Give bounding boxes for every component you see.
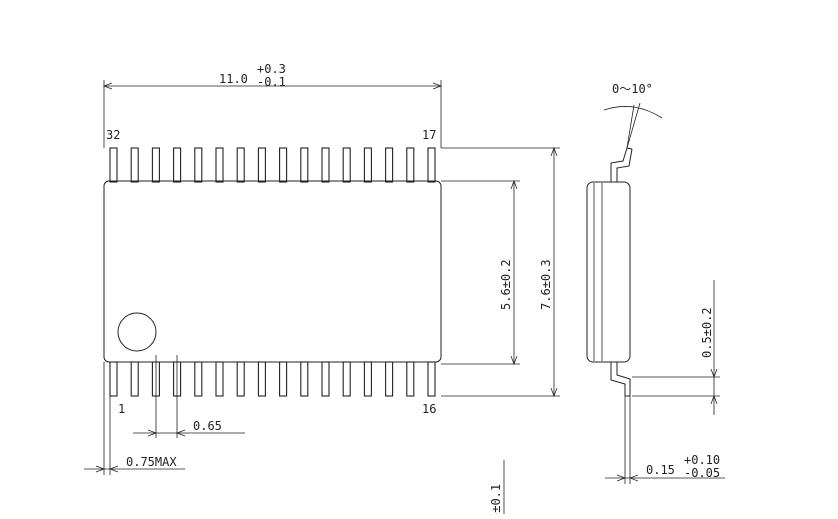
top-pin-6	[215, 147, 224, 183]
dim-lead-max-label: 0.75MAX	[126, 455, 177, 469]
dim-length-tol-minus: -0.1	[257, 75, 286, 89]
side-view	[586, 147, 633, 397]
dim-angle: 0～10°	[603, 82, 663, 149]
dim-thickness-main: 0.15	[646, 463, 675, 477]
dim-length-tol-plus: +0.3	[257, 62, 286, 76]
bottom-pin-2	[130, 361, 139, 397]
top-pin-15	[406, 147, 415, 183]
pin1-marker	[117, 312, 157, 352]
bottom-pin-row	[109, 361, 436, 397]
pin-label-32: 32	[106, 128, 120, 142]
side-lead-top	[610, 147, 628, 182]
bottom-pin-1	[109, 361, 118, 397]
top-pin-3	[151, 147, 160, 183]
top-pin-9	[279, 147, 288, 183]
side-lead-bottom	[610, 362, 626, 396]
pin-label-1: 1	[118, 402, 125, 416]
top-pin-1	[109, 147, 118, 183]
top-pin-row	[109, 147, 436, 183]
dim-thickness-tol-minus: -0.05	[684, 466, 720, 480]
top-pin-10	[300, 147, 309, 183]
pin-label-16: 16	[422, 402, 436, 416]
cut-dimension-label: 5±0.1	[489, 484, 503, 514]
top-pin-12	[342, 147, 351, 183]
bottom-pin-12	[342, 361, 351, 397]
dim-overall-width: 7.6±0.3	[441, 146, 560, 398]
side-body	[586, 181, 631, 363]
bottom-pin-6	[215, 361, 224, 397]
pin-label-17: 17	[422, 128, 436, 142]
top-pin-5	[194, 147, 203, 183]
top-pin-16	[427, 147, 436, 183]
top-pin-7	[236, 147, 245, 183]
top-pin-8	[257, 147, 266, 183]
dim-angle-label: 0～10°	[612, 82, 653, 96]
dim-length-main: 11.0	[219, 72, 248, 86]
dim-overall-width-label: 7.6±0.3	[539, 259, 553, 310]
dim-pitch-label: 0.65	[193, 419, 222, 433]
package-body	[103, 180, 442, 363]
dim-pitch: 0.65	[133, 355, 245, 438]
top-pin-13	[363, 147, 372, 183]
dim-lead-length: 0.5±0.2	[632, 280, 720, 415]
dim-body-width: 5.6±0.2	[441, 179, 520, 366]
bottom-pin-13	[363, 361, 372, 397]
bottom-pin-16	[427, 361, 436, 397]
dim-lead-max: 0.75MAX	[84, 362, 185, 475]
dim-lead-length-label: 0.5±0.2	[700, 307, 714, 358]
bottom-pin-11	[321, 361, 330, 397]
bottom-pin-9	[279, 361, 288, 397]
bottom-pin-8	[257, 361, 266, 397]
dim-overall-length: 11.0 +0.3 -0.1	[102, 62, 443, 148]
dim-thickness-tol-plus: +0.10	[684, 453, 720, 467]
top-pin-4	[173, 147, 182, 183]
bottom-pin-7	[236, 361, 245, 397]
bottom-pin-5	[194, 361, 203, 397]
bottom-pin-14	[385, 361, 394, 397]
top-pin-11	[321, 147, 330, 183]
bottom-pin-15	[406, 361, 415, 397]
dim-body-width-label: 5.6±0.2	[499, 259, 513, 310]
dim-lead-thickness: 0.15 +0.10 -0.05	[605, 396, 725, 484]
top-pin-2	[130, 147, 139, 183]
top-pin-14	[385, 147, 394, 183]
bottom-pin-10	[300, 361, 309, 397]
